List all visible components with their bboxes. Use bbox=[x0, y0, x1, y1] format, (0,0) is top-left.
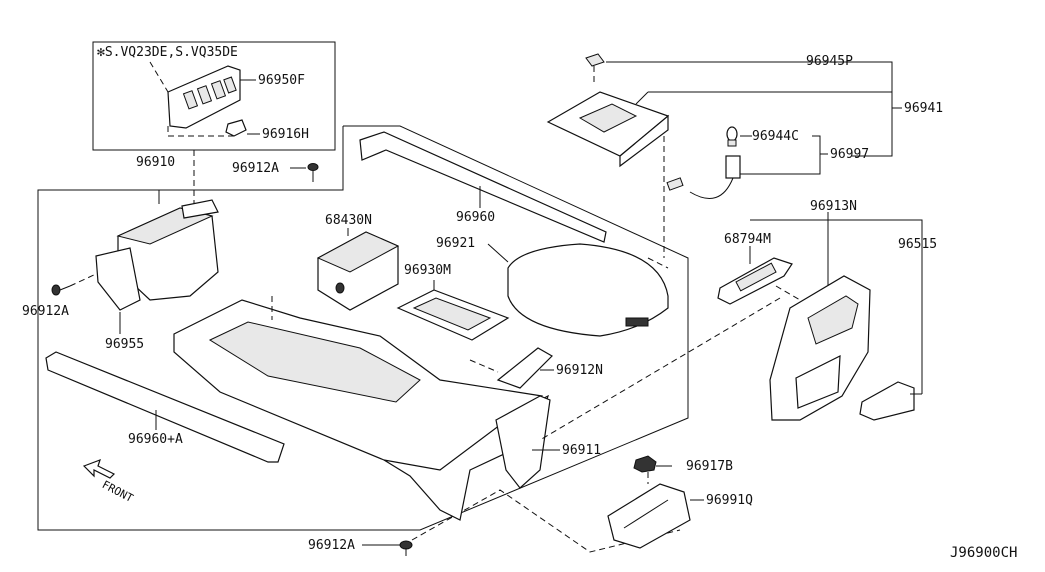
ashtray-68430N bbox=[316, 231, 400, 311]
rear-finisher-96913N bbox=[769, 275, 871, 421]
figure-code: J96900CH bbox=[950, 545, 1018, 561]
label-96912N: 96912N bbox=[556, 363, 603, 378]
trim-strip-96960 bbox=[359, 131, 607, 243]
switch-panel-96950F bbox=[167, 65, 241, 129]
label-96960: 96960 bbox=[456, 210, 496, 225]
inset-variant-note: ✻S.VQ23DE,S.VQ35DE bbox=[97, 45, 238, 60]
bulb-96944C bbox=[726, 126, 738, 147]
switch-96916H bbox=[225, 119, 247, 137]
label-96960A: 96960+A bbox=[128, 432, 183, 447]
label-96911: 96911 bbox=[562, 443, 602, 458]
assembly-outline bbox=[37, 125, 689, 531]
label-96910: 96910 bbox=[136, 155, 176, 170]
label-96917B: 96917B bbox=[686, 459, 733, 474]
harness-96997 bbox=[666, 155, 741, 199]
armrest-lid-96921 bbox=[507, 243, 669, 337]
pocket-96910 bbox=[95, 199, 219, 311]
console-body-96911 bbox=[173, 299, 551, 521]
label-96955: 96955 bbox=[105, 337, 145, 352]
label-68430N: 68430N bbox=[325, 213, 372, 228]
label-96944C: 96944C bbox=[752, 129, 799, 144]
label-96941: 96941 bbox=[904, 101, 944, 116]
label-96912A-bottom: 96912A bbox=[308, 538, 355, 553]
clip-96912N bbox=[496, 347, 553, 389]
vent-68794M bbox=[717, 257, 793, 305]
rear-lid-96515 bbox=[859, 381, 915, 421]
label-68794M: 68794M bbox=[724, 232, 771, 247]
label-96930M: 96930M bbox=[404, 263, 451, 278]
label-96921: 96921 bbox=[436, 236, 476, 251]
label-96950F: 96950F bbox=[258, 73, 305, 88]
front-arrow bbox=[82, 458, 116, 479]
label-96916H: 96916H bbox=[262, 127, 309, 142]
label-96912A-top: 96912A bbox=[232, 161, 279, 176]
knob-96945P bbox=[585, 53, 605, 67]
trim-strip-96960A bbox=[45, 351, 285, 463]
nut-96917B bbox=[633, 455, 657, 473]
label-96997: 96997 bbox=[830, 147, 870, 162]
label-96913N: 96913N bbox=[810, 199, 857, 214]
screw-96912A-top bbox=[307, 163, 319, 182]
label-96912A-left: 96912A bbox=[22, 304, 69, 319]
bracket-96991Q bbox=[607, 483, 691, 549]
variant-inset-box bbox=[92, 41, 336, 151]
screw-96912A-bottom bbox=[399, 540, 413, 556]
screw-96912A-left bbox=[51, 284, 71, 296]
shifter-finisher-96941 bbox=[546, 91, 670, 168]
label-96515: 96515 bbox=[898, 237, 938, 252]
label-96991Q: 96991Q bbox=[706, 493, 753, 508]
label-96945P: 96945P bbox=[806, 54, 853, 69]
